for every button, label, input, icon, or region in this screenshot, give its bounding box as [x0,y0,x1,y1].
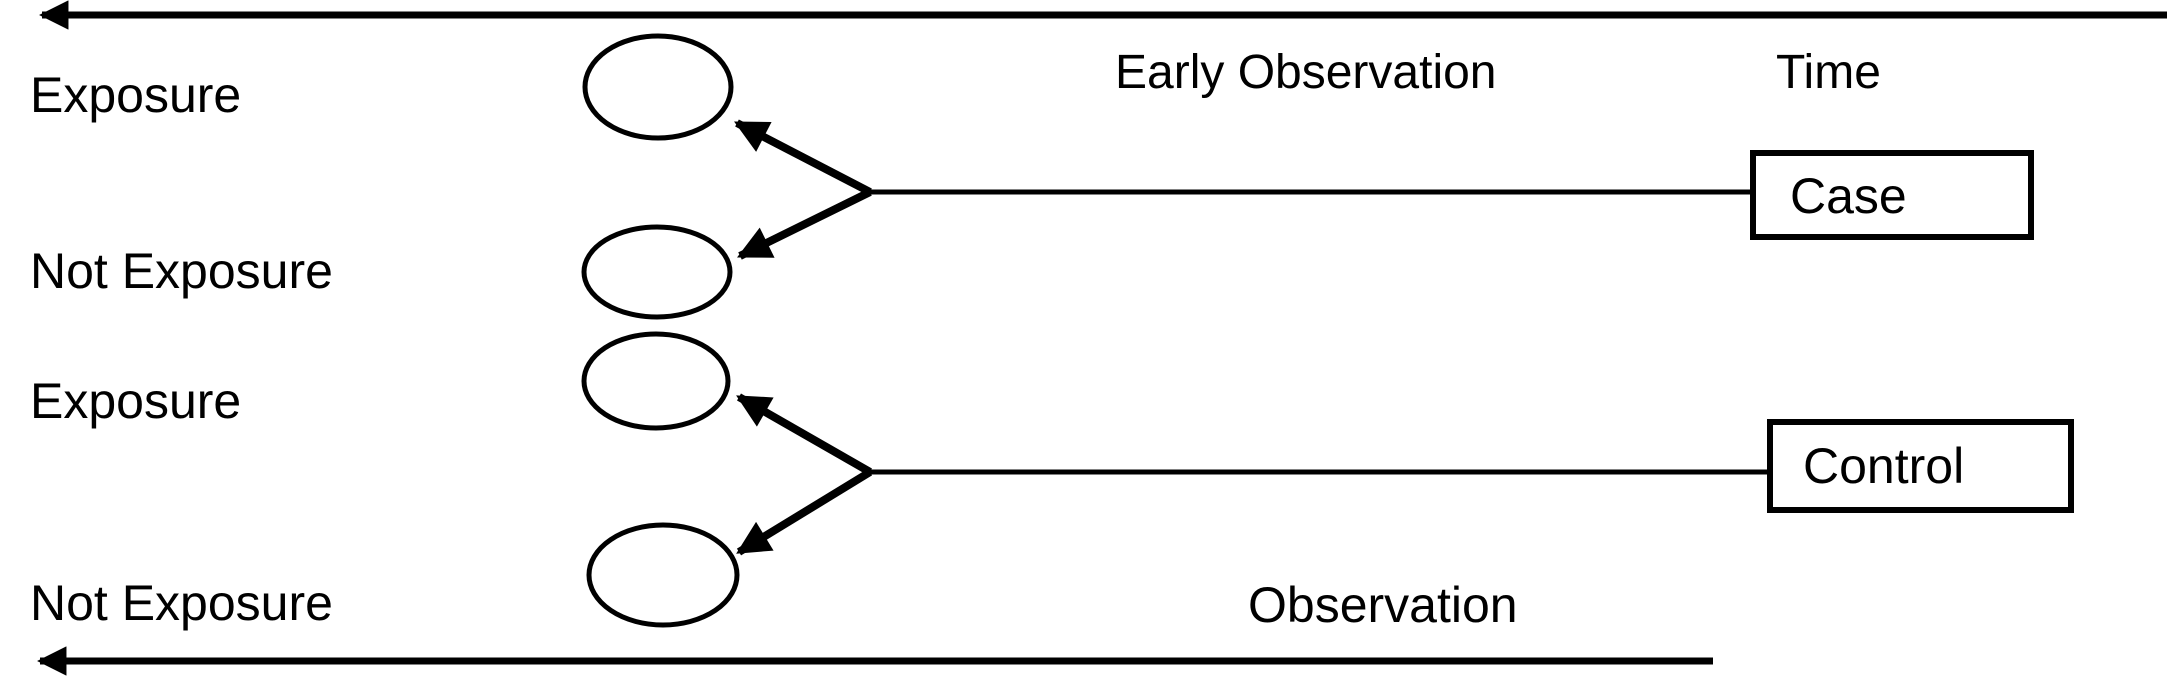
control-box [1767,419,2074,513]
control-to-exposure-arrow [736,393,872,476]
control-to-not-exposure-arrow [736,468,873,556]
case-box-label: Case [1790,168,1907,224]
control-box-label: Control [1803,438,1964,494]
case-box [1750,150,2034,240]
time-label: Time [1776,46,1881,99]
row-label-exposure-control: Exposure [30,373,241,429]
ellipse-control-not-exposure [586,522,740,628]
ellipse-case-exposure [582,33,734,141]
early-observation-label: Early Observation [1115,46,1497,99]
row-label-not-exposure-case: Not Exposure [30,243,333,299]
observation-label: Observation [1248,577,1518,633]
case-to-not-exposure-arrow [736,188,872,260]
case-to-exposure-arrow [734,119,872,196]
ellipse-control-exposure [581,331,731,431]
row-label-exposure-case: Exposure [30,67,241,123]
ellipse-case-not-exposure [581,224,733,320]
row-label-not-exposure-control: Not Exposure [30,575,333,631]
